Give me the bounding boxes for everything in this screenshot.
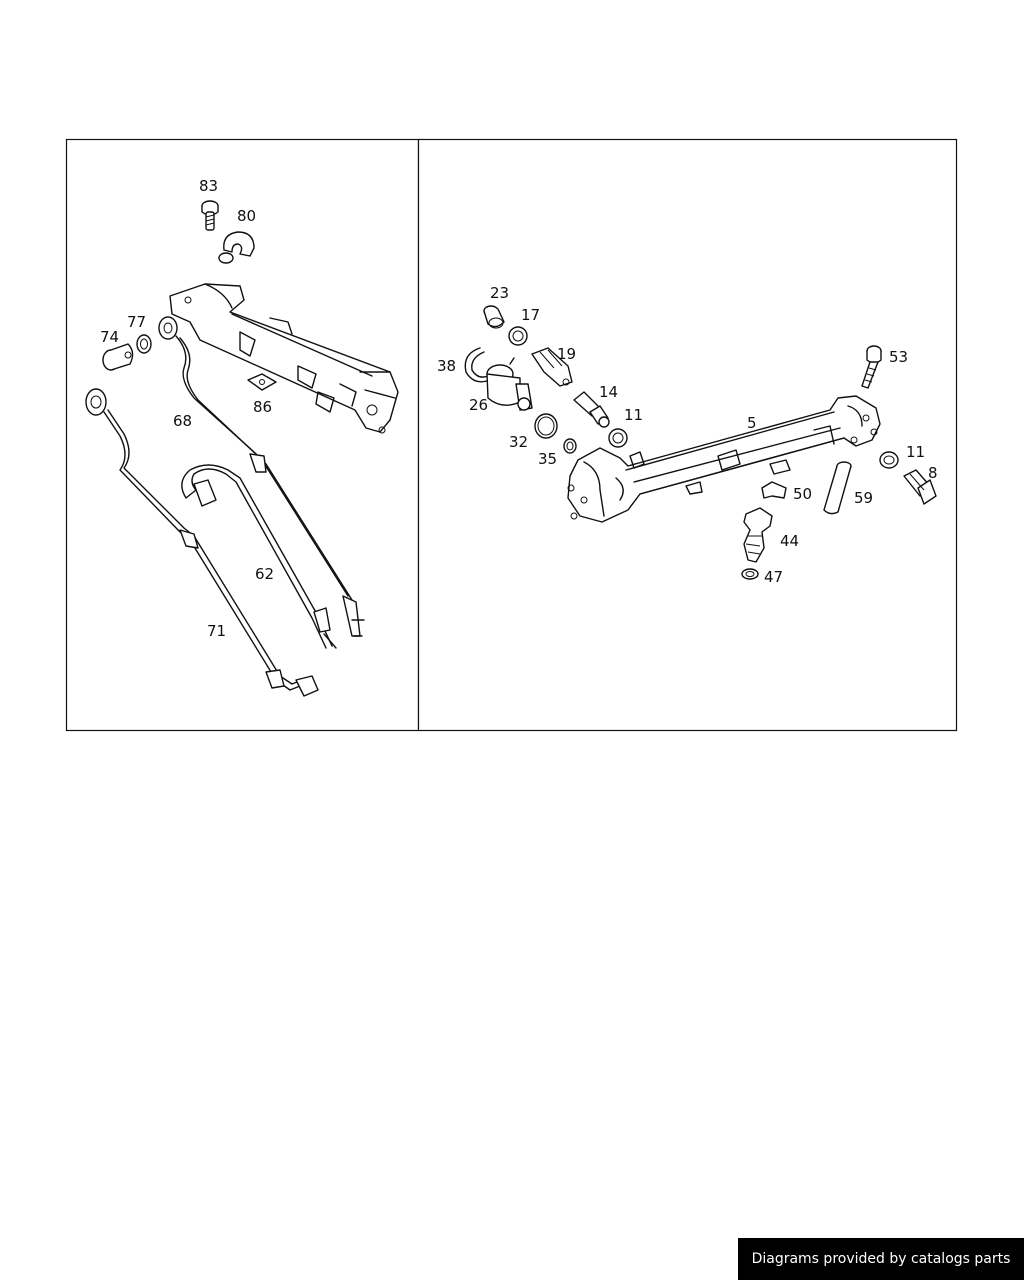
fuel-rail-5[interactable] [567,395,881,523]
pressure-regulator-26[interactable] [486,357,533,411]
callout-59: 59 [854,489,873,507]
callout-44: 44 [780,532,799,550]
fuel-rail-upper[interactable] [169,283,399,434]
callout-32: 32 [509,433,528,451]
callout-53: 53 [889,348,908,366]
callout-11-lower: 11 [906,443,925,461]
callout-83: 83 [199,177,218,195]
clamp-80[interactable] [218,231,255,264]
o-ring-32[interactable] [534,413,558,439]
callout-77: 77 [127,313,146,331]
callout-35: 35 [538,450,557,468]
callout-17: 17 [521,306,540,324]
callout-14: 14 [599,383,618,401]
banjo-bolt-74[interactable] [102,343,134,371]
callout-19: 19 [557,345,576,363]
callout-68: 68 [173,412,192,430]
circlip-38[interactable] [464,347,491,383]
callout-26: 26 [469,396,488,414]
callout-86: 86 [253,398,272,416]
cap-23[interactable] [483,305,505,329]
bolt-83[interactable] [201,200,219,231]
callout-38: 38 [437,357,456,375]
callout-74: 74 [100,328,119,346]
fuel-line-68[interactable] [158,316,365,637]
fitting-8[interactable] [903,469,937,505]
seal-ring-77[interactable] [136,334,152,354]
callout-80: 80 [237,207,256,225]
clip-50[interactable] [761,481,787,499]
callout-71: 71 [207,622,226,640]
callout-5: 5 [747,414,757,432]
bolt-53[interactable] [861,345,882,389]
ring-17[interactable] [508,326,528,346]
callout-47: 47 [764,568,783,586]
plate-86[interactable] [247,373,277,391]
callout-23: 23 [490,284,509,302]
seal-47[interactable] [741,568,759,580]
ring-35[interactable] [563,438,577,454]
callout-62: 62 [255,565,274,583]
valve-19[interactable] [531,347,573,387]
injector-44[interactable] [743,507,773,563]
left-panel: 83 80 74 77 68 86 62 71 [85,177,399,697]
credit-banner: Diagrams provided by catalogs parts [738,1238,1024,1280]
hose-59[interactable] [823,461,852,515]
callout-50: 50 [793,485,812,503]
callout-8: 8 [928,464,938,482]
ring-11-upper[interactable] [608,428,628,448]
fuel-line-62[interactable] [181,464,337,649]
fitting-14[interactable] [573,391,610,428]
ring-11-lower[interactable] [879,451,899,469]
fuel-line-71[interactable] [85,388,319,697]
right-panel: 23 17 38 19 26 14 11 32 35 5 53 11 8 50 … [437,284,938,586]
callout-11-upper: 11 [624,406,643,424]
